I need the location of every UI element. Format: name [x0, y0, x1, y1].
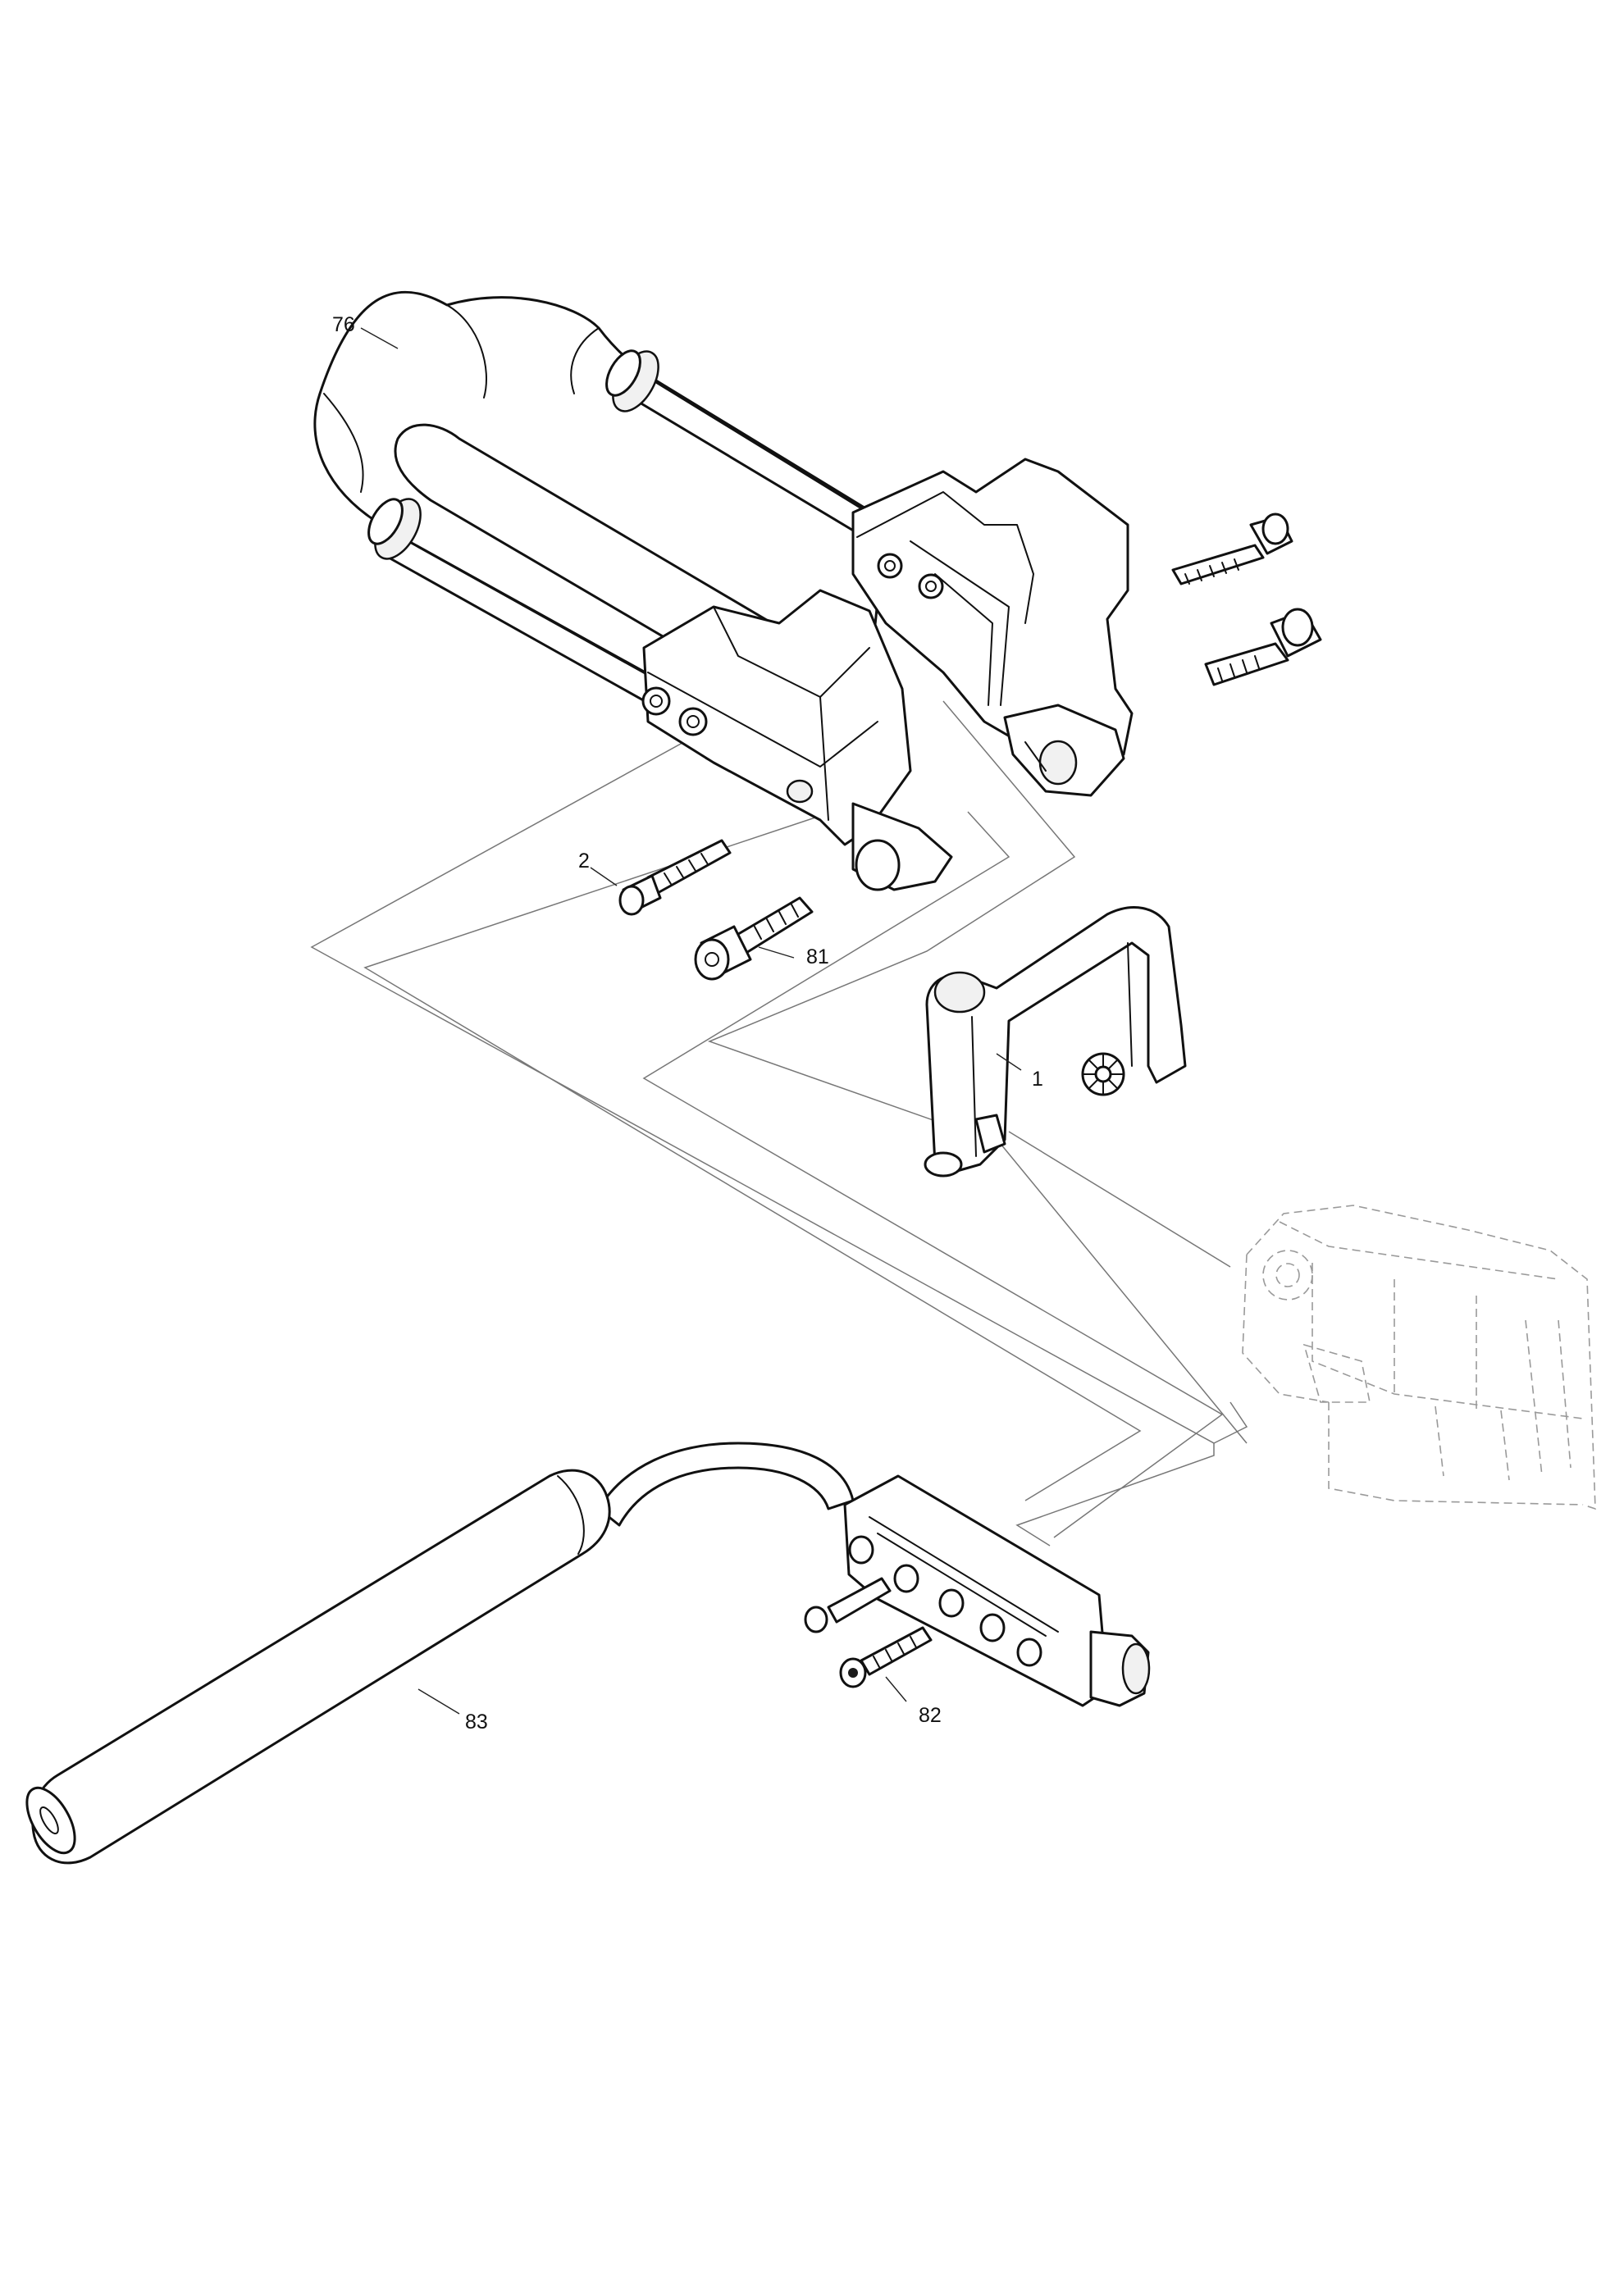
part-76-u-handle — [313, 290, 887, 730]
callout-76: 76 — [332, 313, 355, 336]
part-83-long-handle — [25, 1442, 1151, 1865]
assembly-guide-lines — [310, 700, 1248, 1547]
right-clamp-block — [851, 458, 1134, 797]
bolts-82 — [804, 1577, 933, 1688]
left-clamp-block — [641, 589, 953, 891]
bolts-upper-right — [1171, 512, 1322, 686]
bolt-81 — [694, 896, 814, 981]
callout-1: 1 — [1032, 1068, 1043, 1091]
part-1-side-grip — [924, 906, 1187, 1178]
machine-ghost-outline — [1242, 1205, 1596, 1510]
callout-2: 2 — [578, 850, 590, 872]
callout-81: 81 — [806, 945, 829, 968]
callout-83: 83 — [465, 1711, 488, 1733]
callout-82: 82 — [919, 1704, 942, 1727]
leader-lines — [360, 327, 1022, 1715]
bolt-2 — [618, 839, 732, 916]
